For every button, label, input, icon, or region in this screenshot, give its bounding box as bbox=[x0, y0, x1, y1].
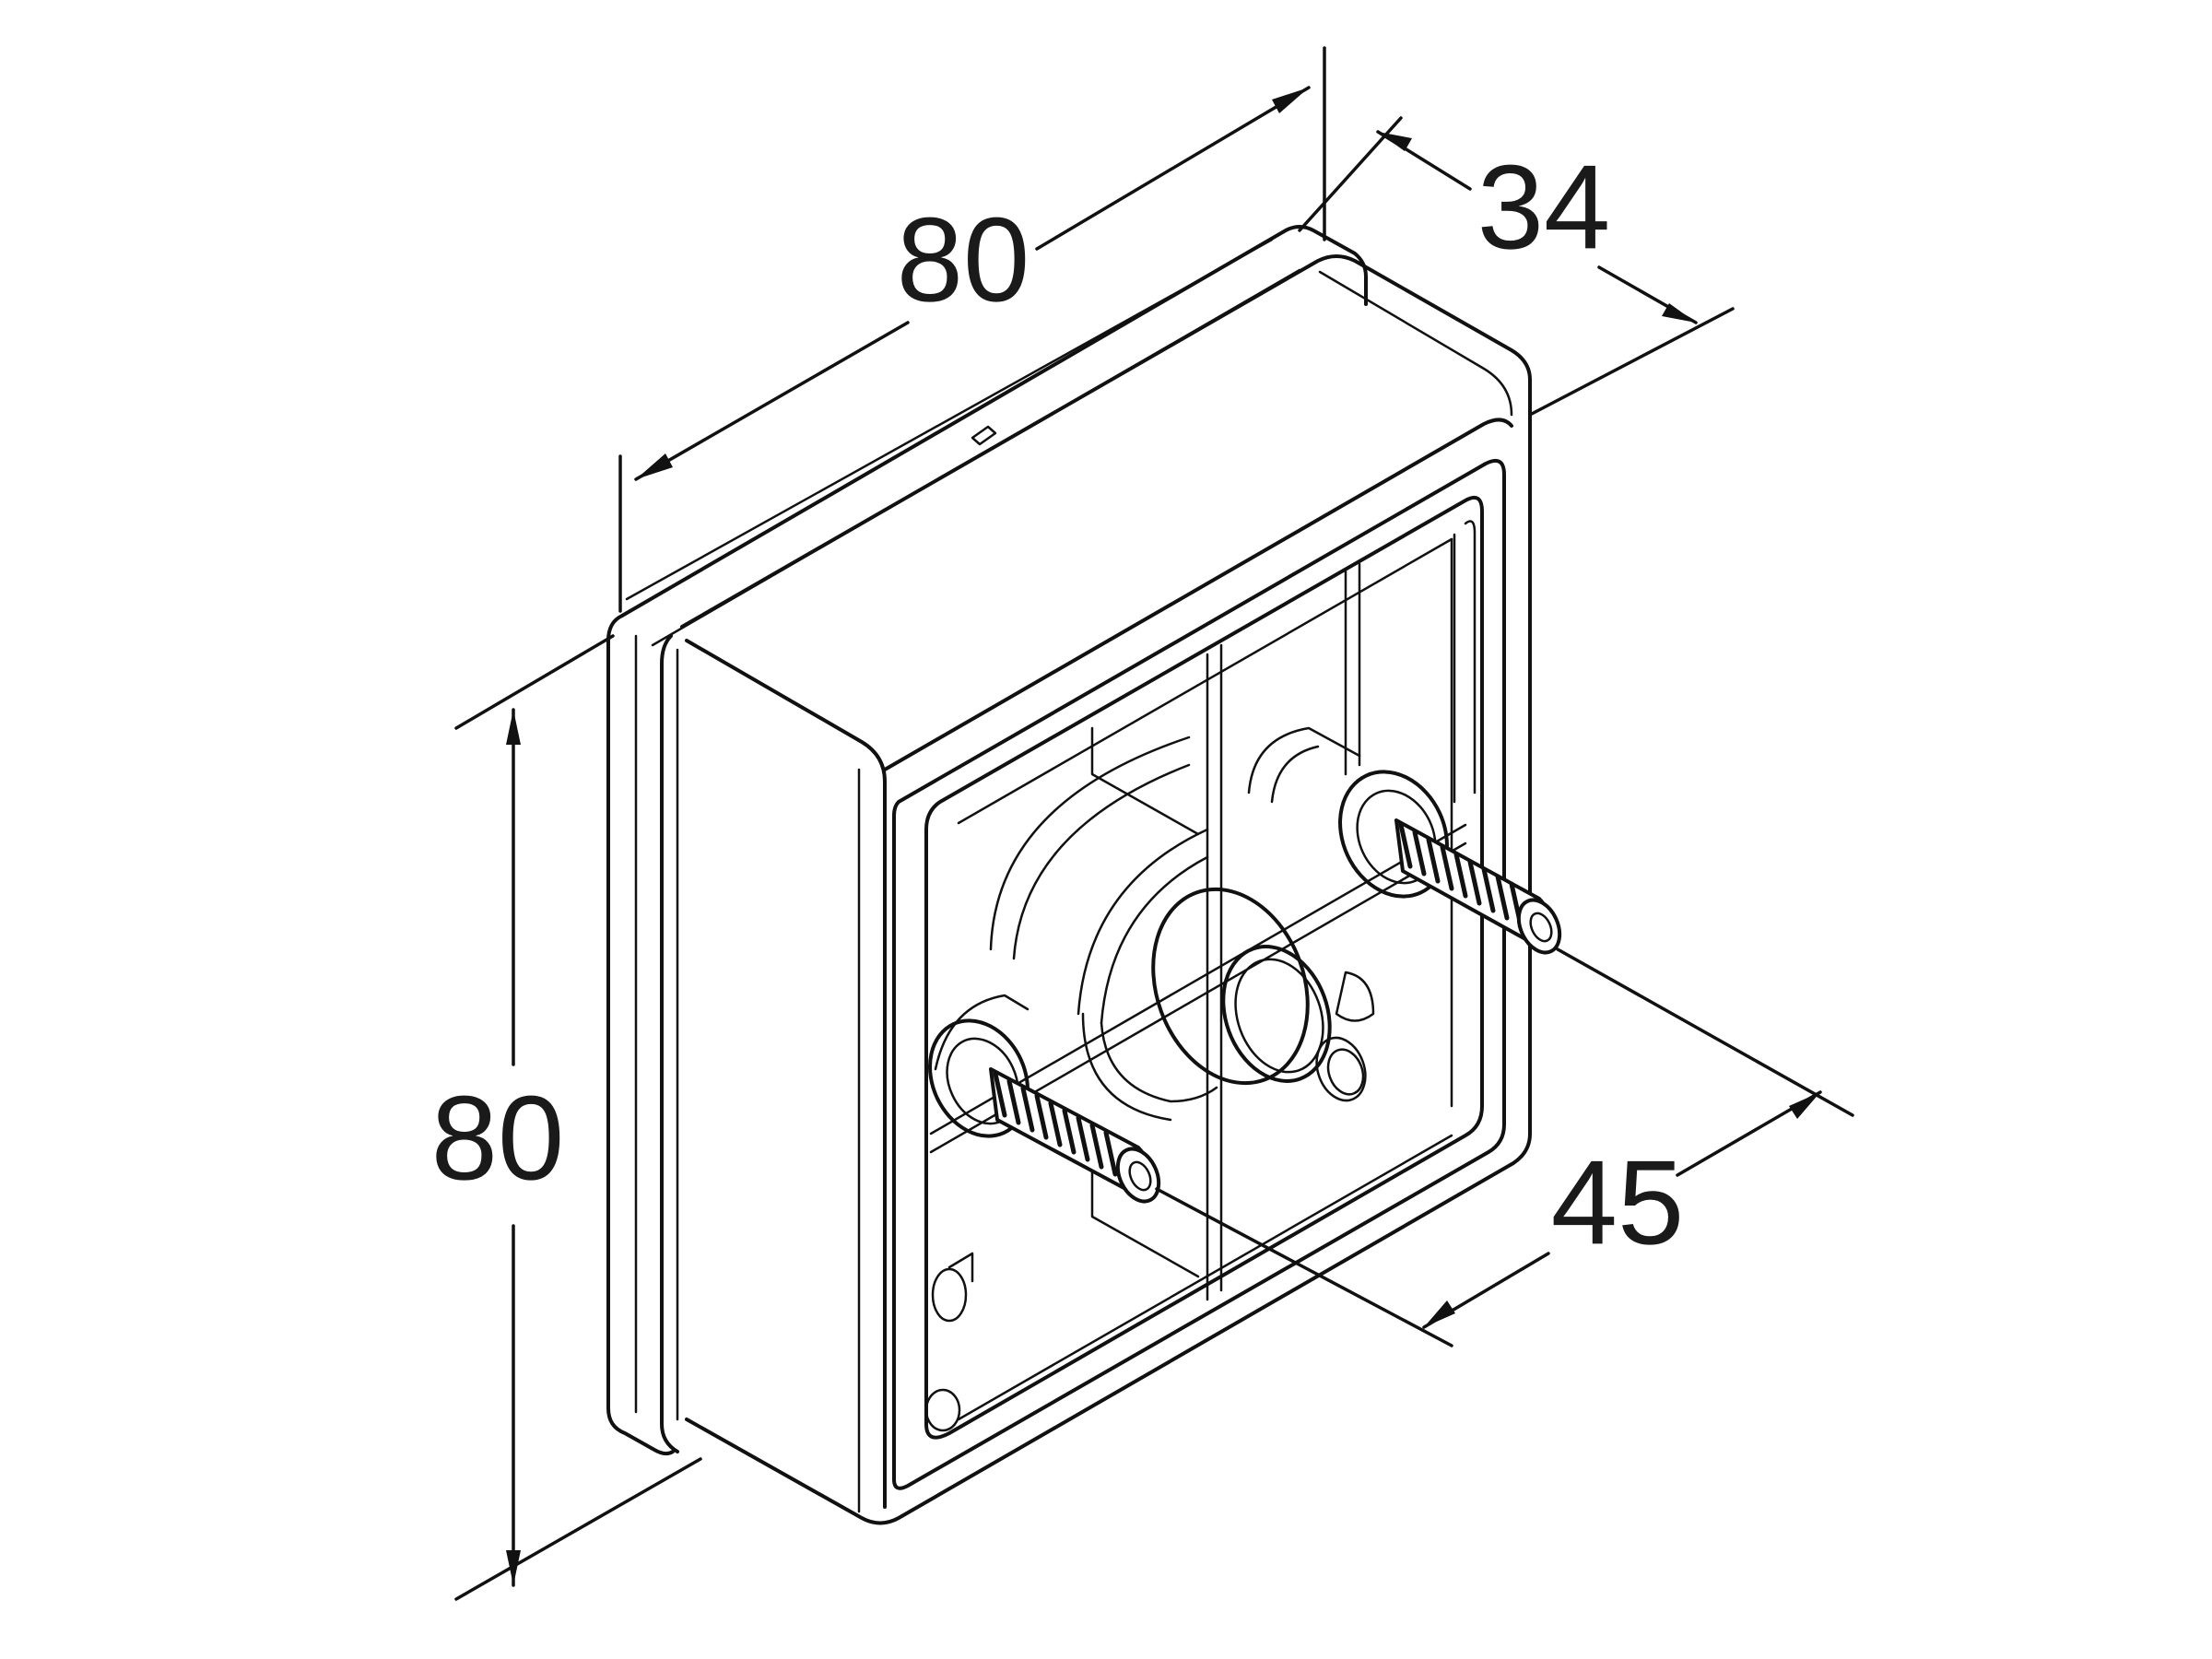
height-arrow-bottom bbox=[506, 1550, 521, 1585]
width-arrow-left bbox=[636, 453, 673, 479]
bolt-spacing-dimension-label: 45 bbox=[1551, 1135, 1685, 1269]
right-threaded-stud bbox=[1394, 818, 1562, 955]
spacing-arrow-right bbox=[1789, 1092, 1820, 1119]
height-arrow-top bbox=[506, 710, 521, 745]
spacing-arrow-left bbox=[1424, 1300, 1455, 1327]
depth-arrow-top bbox=[1378, 132, 1412, 151]
dimension-height: 80 bbox=[431, 634, 702, 1601]
housing-body bbox=[606, 225, 1532, 1525]
dimension-width: 80 bbox=[618, 46, 1326, 613]
width-arrow-right bbox=[1272, 88, 1309, 113]
center-hub bbox=[989, 735, 1375, 1122]
depth-arrow-bottom bbox=[1662, 303, 1696, 323]
height-dimension-label: 80 bbox=[431, 1070, 565, 1205]
dimension-depth: 34 bbox=[1298, 116, 1735, 417]
inner-recess bbox=[924, 496, 1484, 1440]
dimension-bolt-spacing: 45 bbox=[1155, 947, 1854, 1347]
left-threaded-stud bbox=[989, 1067, 1161, 1204]
depth-dimension-label: 34 bbox=[1477, 139, 1611, 274]
width-dimension-label: 80 bbox=[897, 192, 1030, 326]
